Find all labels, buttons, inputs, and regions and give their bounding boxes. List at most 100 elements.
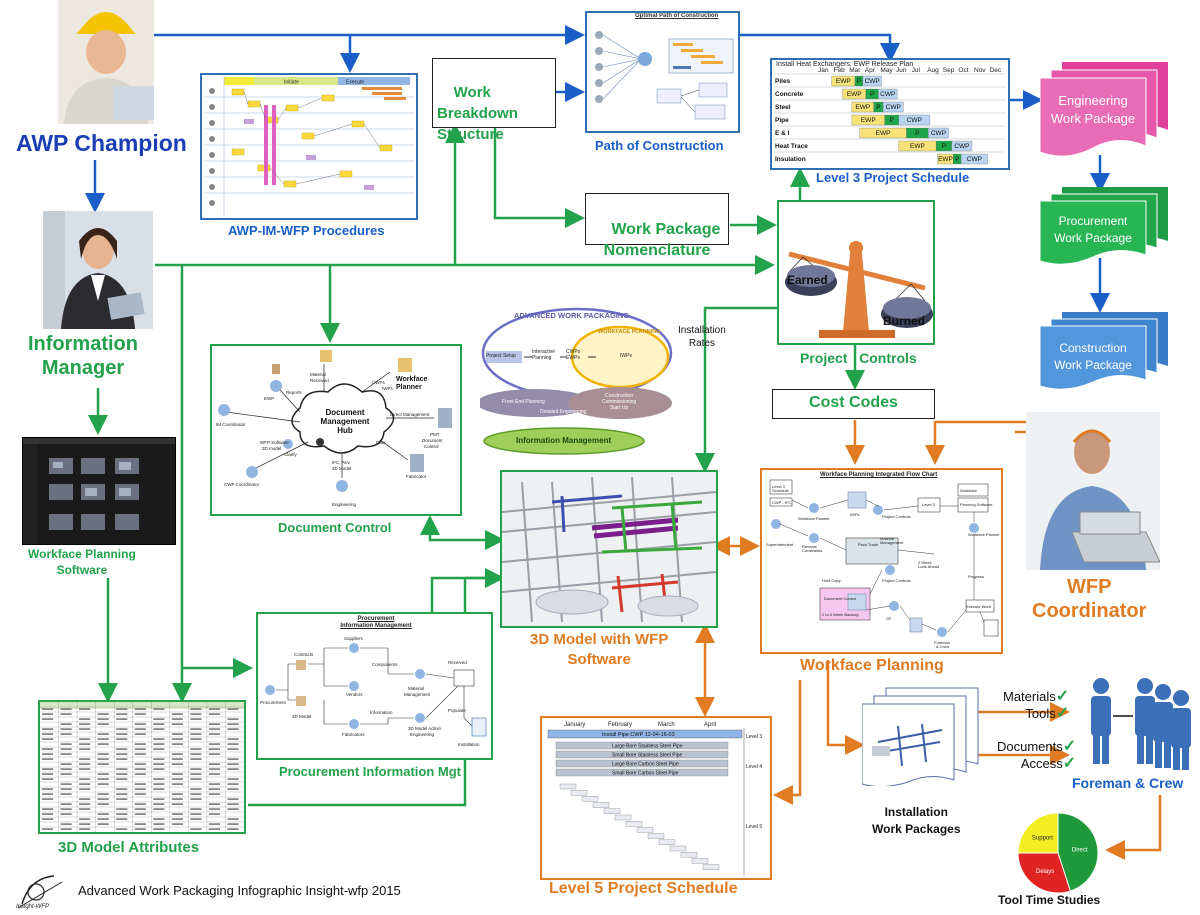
document-hub-label: Document Management Hub	[320, 408, 370, 435]
wbs-box[interactable]: Work Breakdown Structure	[432, 58, 556, 143]
attr-cell	[208, 728, 221, 730]
attr-cell	[42, 708, 54, 710]
path-of-construction-thumbnail[interactable]: Optimal Path of Construction	[585, 11, 740, 133]
level3-schedule-thumbnail[interactable]: Install Heat Exchangers: EWP Release Pla…	[770, 58, 1010, 170]
procurement-info-thumbnail[interactable]: Procurement Information Management Contr…	[256, 612, 493, 760]
attr-cell	[227, 723, 239, 725]
attr-cell	[134, 808, 146, 810]
l5-level-label: Level 4	[746, 764, 762, 770]
procurement-info-title: Procurement Information Management	[340, 616, 412, 629]
attr-cell	[190, 713, 202, 715]
construction-wp-stack[interactable]: Construction Work Package	[1039, 310, 1170, 394]
attr-cell	[79, 738, 91, 740]
workface-planning-thumbnail[interactable]: Workface Planning Integrated Flow Chart …	[760, 468, 1003, 654]
document-control-thumbnail[interactable]: EWP Material Received IM Coordinator WFP…	[210, 344, 462, 516]
svg-text:Pack Trade: Pack Trade	[858, 542, 879, 547]
attr-cell	[171, 743, 183, 745]
document-control-label: Document Control	[278, 520, 392, 535]
attr-cell	[208, 808, 221, 810]
ewp-bar-label: P	[942, 143, 946, 150]
engineering-wp-stack[interactable]: Engineering Work Package	[1039, 58, 1170, 158]
level5-schedule-label: Level 5 Project Schedule	[549, 880, 738, 897]
attr-cell	[60, 788, 72, 790]
attr-cell	[227, 823, 239, 825]
ewp-month-mar: Mar	[849, 67, 861, 74]
attr-cell	[79, 743, 91, 745]
attr-cell	[227, 763, 239, 765]
ewp-month-may: May	[880, 67, 893, 74]
ewp-month-apr: Apr	[865, 67, 876, 74]
procurement-info-label: Procurement Information Mgt	[279, 764, 462, 779]
attr-cell	[208, 753, 221, 755]
l5-iwp-bar	[592, 802, 610, 808]
attr-cell	[79, 778, 91, 780]
ewp-bar-cwp	[928, 127, 949, 139]
l5-month: March	[658, 722, 675, 728]
svg-text:Look Ahead: Look Ahead	[918, 564, 939, 569]
attr-header-row	[40, 702, 244, 709]
attr-cell	[227, 778, 239, 780]
ewp-month-sep: Sep	[943, 67, 955, 74]
awp-procedures-thumbnail[interactable]: Initiate . Execute	[200, 73, 418, 220]
attr-cell	[42, 793, 54, 795]
insight-wfp-logo-icon	[17, 875, 63, 909]
attr-cell	[42, 798, 54, 800]
svg-text:Management: Management	[404, 692, 431, 697]
svg-text:Received: Received	[448, 660, 467, 665]
attr-cell	[134, 753, 146, 755]
attr-cell	[208, 708, 221, 710]
engineering-wp-label: Engineering Work Package	[1050, 93, 1136, 126]
attr-cell	[153, 818, 165, 820]
installation-wp-stack[interactable]	[861, 686, 980, 788]
attr-cell	[227, 803, 239, 805]
ewp-bar-label: CWP	[886, 104, 901, 111]
project-controls-thumbnail[interactable]: Earned Burned	[777, 200, 935, 345]
svg-text:Hold Copy: Hold Copy	[822, 578, 841, 583]
attr-cell	[190, 748, 202, 750]
cost-codes-box[interactable]: Cost Codes	[772, 389, 935, 419]
wfp-software-screenshot[interactable]	[22, 437, 176, 545]
attr-cell	[153, 828, 165, 830]
svg-text:Document: Document	[422, 438, 443, 443]
attr-cell	[116, 718, 128, 720]
model-3d-thumbnail[interactable]	[500, 470, 718, 628]
ewp-row-label: E & I	[775, 130, 790, 137]
attr-cell	[79, 728, 91, 730]
attr-cell	[60, 763, 72, 765]
attr-cell	[116, 773, 128, 775]
procurement-wp-pages	[1039, 187, 1168, 265]
l5-header-bar	[547, 729, 743, 739]
attr-cell	[153, 778, 165, 780]
attr-cell	[153, 718, 165, 720]
attr-cell	[134, 793, 146, 795]
attr-cell	[171, 718, 183, 720]
ewp-month-jul: Jul	[912, 67, 921, 74]
workface-flow-diagram: Level 3 Schedule CWP - IFC Workface Plan…	[766, 479, 1000, 649]
svg-text:& Crew: & Crew	[936, 644, 949, 649]
attr-cell	[97, 753, 109, 755]
attr-cell	[97, 798, 109, 800]
svg-text:2 to 4 Week Backlog: 2 to 4 Week Backlog	[822, 612, 859, 617]
attr-cell	[190, 708, 202, 710]
svg-text:IWPs: IWPs	[382, 386, 393, 391]
work-package-nomenclature-box[interactable]: Work Package Nomenclature	[585, 193, 729, 259]
installation-wp-label: Installation Work Packages	[872, 805, 961, 836]
attr-cell	[42, 748, 54, 750]
procurement-wp-stack[interactable]: Procurement Work Package	[1039, 185, 1170, 269]
ewp-bar-label: CWP	[954, 143, 969, 150]
foreman-crew-label: Foreman & Crew	[1072, 775, 1184, 791]
l5-iwp-bar	[691, 858, 709, 864]
attr-cell	[227, 748, 239, 750]
model-attributes-thumbnail[interactable]	[38, 700, 246, 834]
attr-cell	[208, 783, 221, 785]
attr-cell	[60, 783, 72, 785]
ewp-bar-label: EWP	[836, 78, 851, 85]
attr-cell	[79, 803, 91, 805]
pie-label-delays: Delays	[1036, 869, 1054, 875]
attr-cell	[153, 823, 165, 825]
attr-cell	[190, 768, 202, 770]
l5-level-label: Level 3	[746, 734, 762, 740]
attr-cell	[153, 763, 165, 765]
ewp-row-label: Steel	[775, 104, 791, 111]
